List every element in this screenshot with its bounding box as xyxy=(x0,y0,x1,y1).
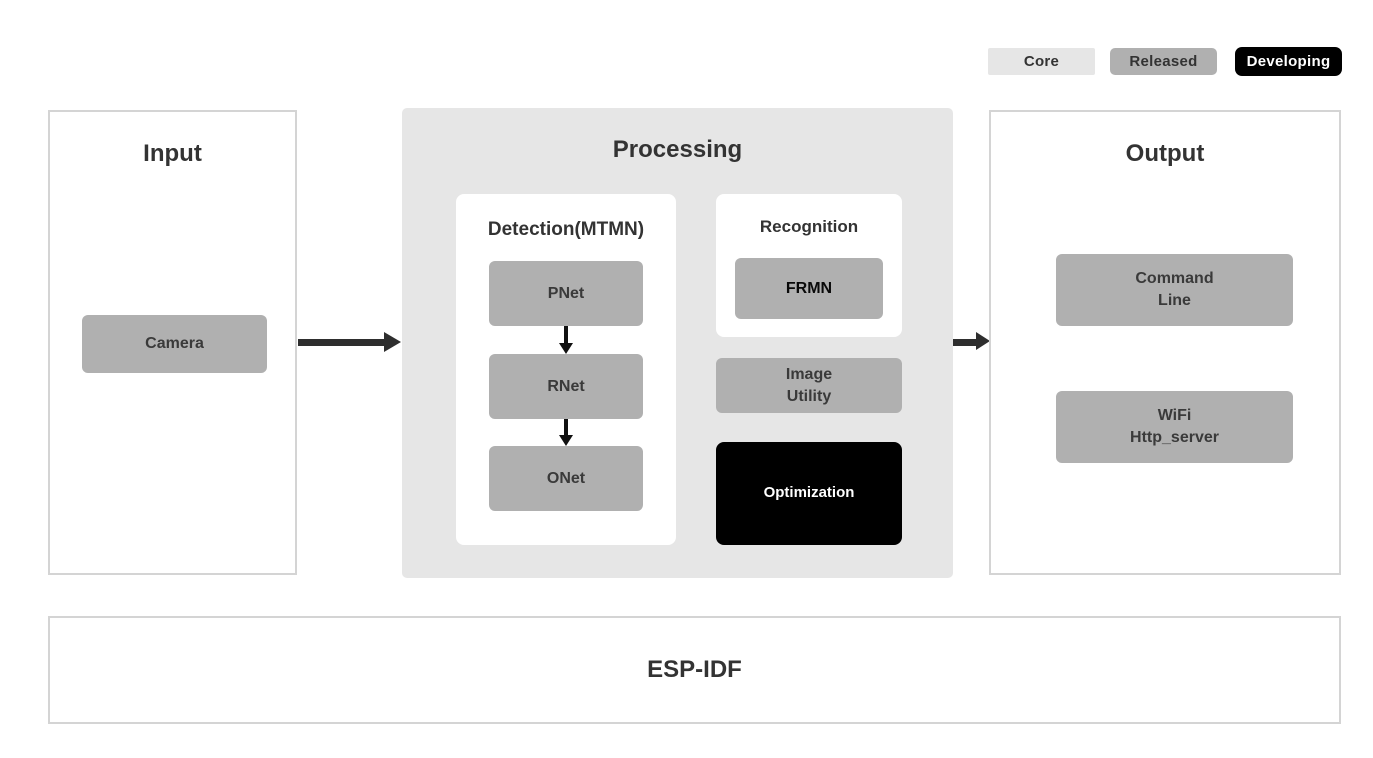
processing-panel: Processing Detection(MTMN) PNet RNet ONe… xyxy=(402,108,953,578)
output-panel-title: Output xyxy=(1125,140,1205,167)
arrow-pnet-to-rnet xyxy=(564,326,568,343)
arrow-processing-to-output-head xyxy=(976,332,990,350)
pnet-node: PNet xyxy=(489,261,643,326)
frmn-node: FRMN xyxy=(735,258,883,319)
optimization-node: Optimization xyxy=(716,442,902,545)
esp-idf-title: ESP-IDF xyxy=(647,656,742,683)
detection-card: Detection(MTMN) PNet RNet ONet xyxy=(456,194,676,545)
arrow-rnet-to-onet xyxy=(564,419,568,435)
command-line-node: Command Line xyxy=(1056,254,1293,326)
legend-item-released: Released xyxy=(1110,48,1217,75)
onet-node: ONet xyxy=(489,446,643,511)
wifi-http-server-node: WiFi Http_server xyxy=(1056,391,1293,463)
legend-item-core: Core xyxy=(988,48,1095,75)
esp-idf-panel: ESP-IDF xyxy=(48,616,1341,724)
camera-node: Camera xyxy=(82,315,267,373)
arrow-rnet-to-onet-head xyxy=(559,435,573,446)
arrow-processing-to-output xyxy=(953,339,976,346)
legend-item-developing: Developing xyxy=(1235,47,1342,76)
output-panel: Output Command Line WiFi Http_server xyxy=(989,110,1341,575)
arrow-pnet-to-rnet-head xyxy=(559,343,573,354)
recognition-card: Recognition FRMN xyxy=(716,194,902,337)
rnet-node: RNet xyxy=(489,354,643,419)
input-panel-title: Input xyxy=(143,140,202,167)
recognition-card-title: Recognition xyxy=(759,217,859,236)
image-utility-node: Image Utility xyxy=(716,358,902,413)
arrow-input-to-processing xyxy=(298,339,384,346)
processing-panel-title: Processing xyxy=(612,136,743,163)
input-panel: Input Camera xyxy=(48,110,297,575)
arrow-input-to-processing-head xyxy=(384,332,401,352)
detection-card-title: Detection(MTMN) xyxy=(487,219,645,240)
